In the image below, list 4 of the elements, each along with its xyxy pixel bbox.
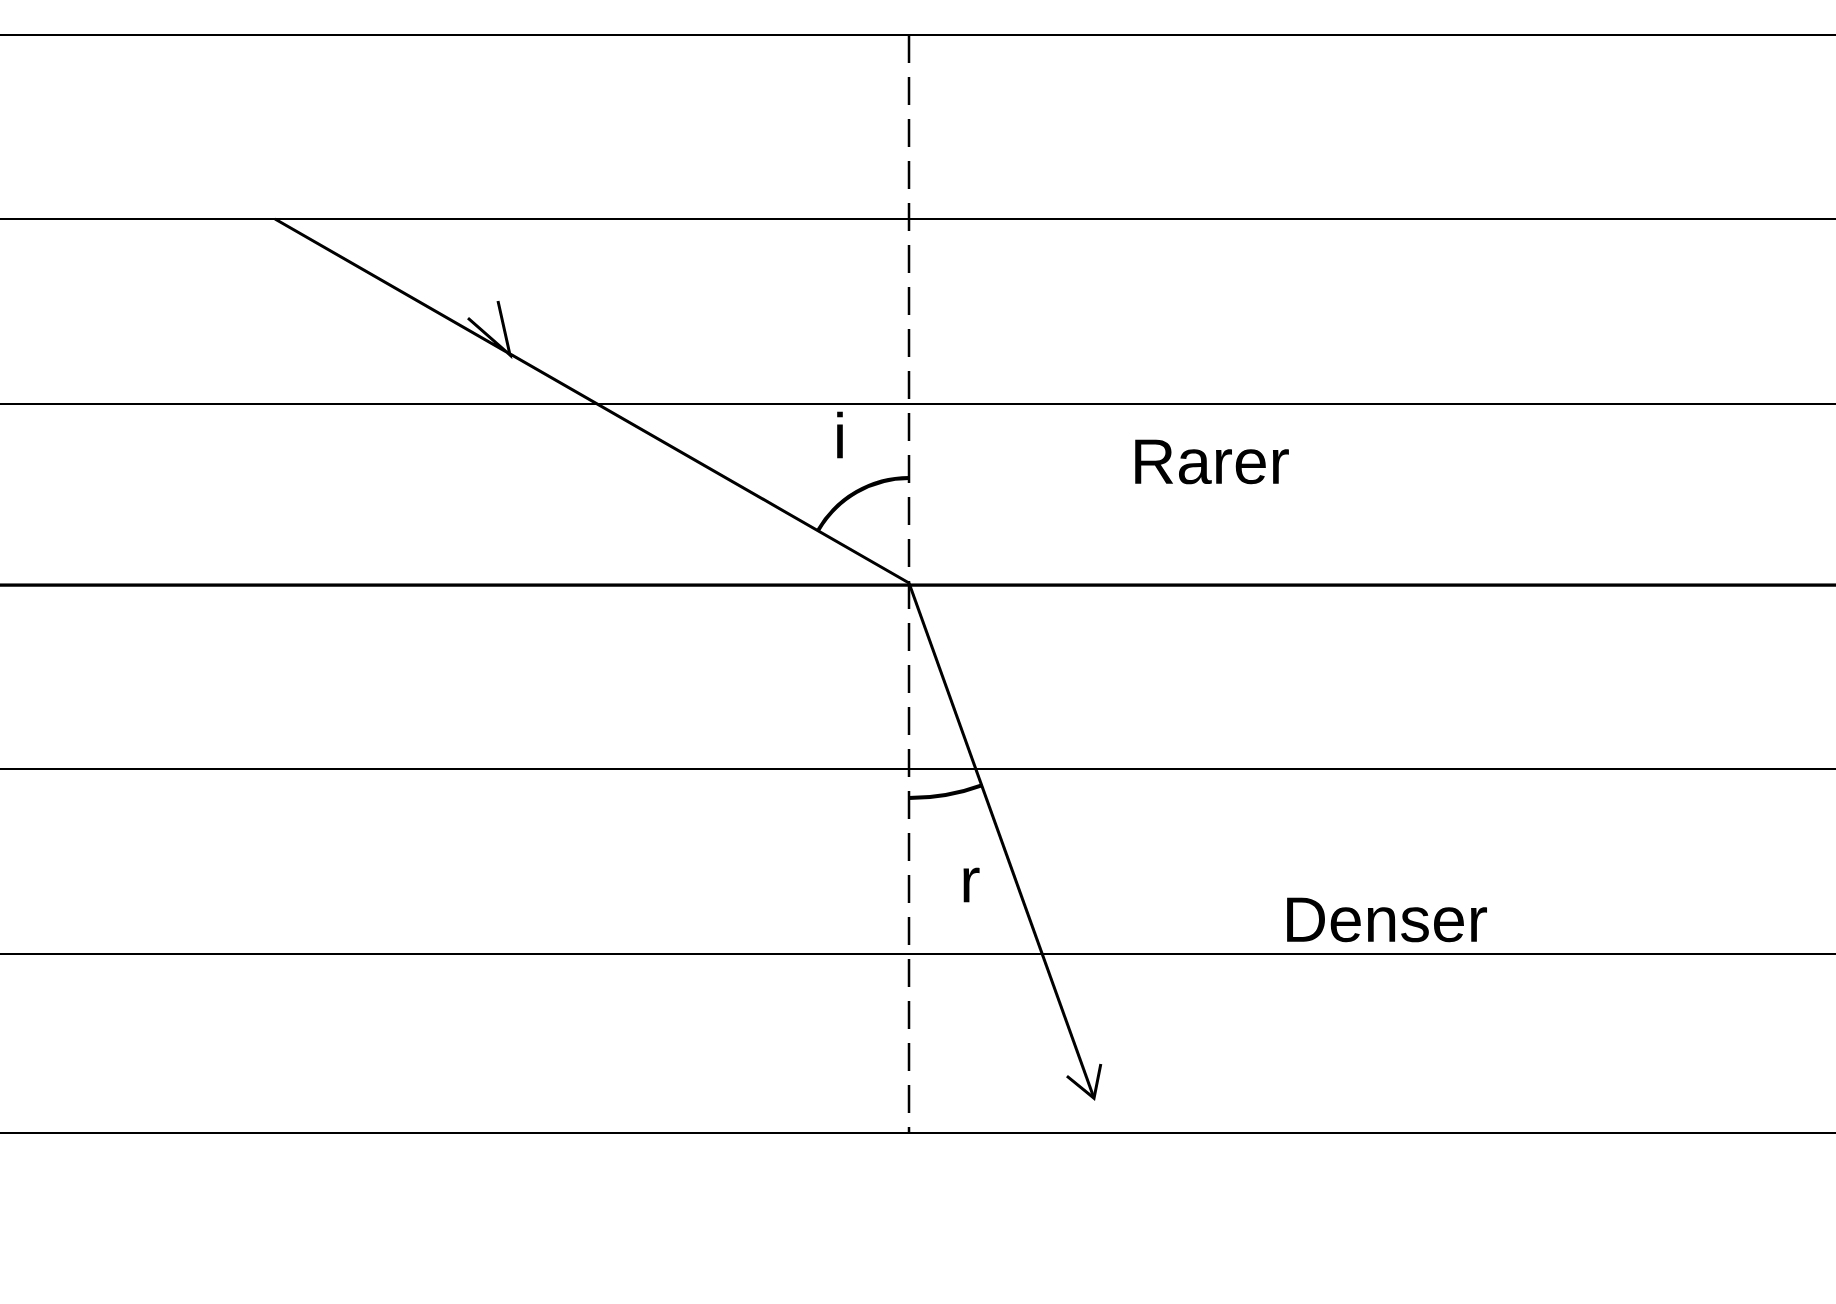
label: Denser bbox=[1287, 897, 1488, 943]
label: Rarer bbox=[1135, 439, 1289, 485]
label: i bbox=[837, 411, 843, 459]
label: r bbox=[963, 867, 980, 903]
